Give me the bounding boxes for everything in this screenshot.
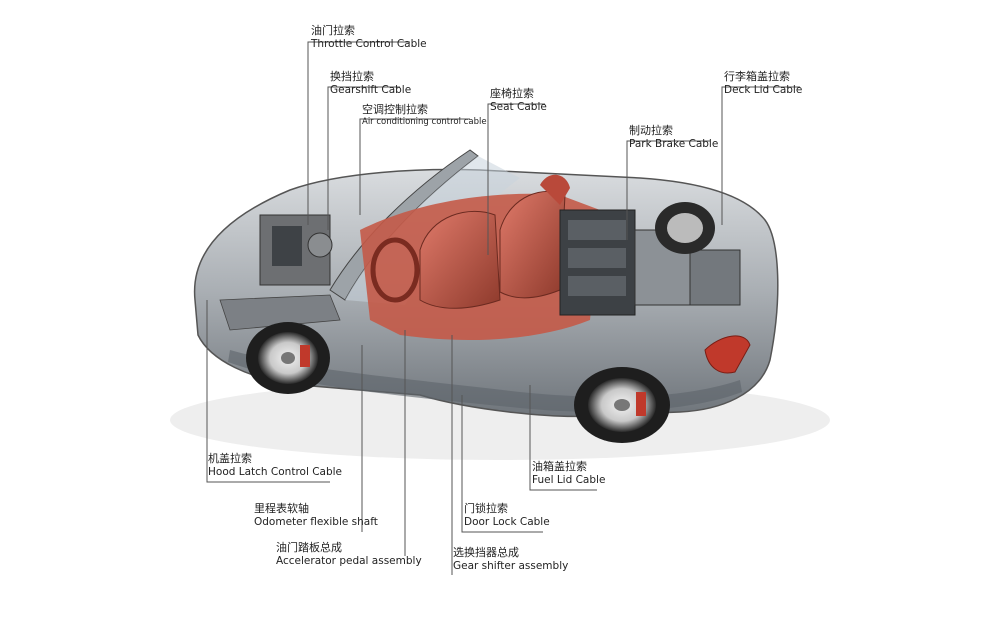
callout-park-brake: 制动拉索 Park Brake Cable (629, 124, 718, 151)
leader-door-lock (461, 395, 543, 533)
callout-door-lock: 门锁拉索 Door Lock Cable (464, 502, 550, 529)
leader-lines (206, 41, 800, 575)
callout-fuel-lid: 油箱盖拉索 Fuel Lid Cable (532, 460, 605, 487)
steering-wheel (370, 237, 420, 303)
callout-hood-latch: 机盖拉索 Hood Latch Control Cable (208, 452, 342, 479)
front-mechanics (219, 214, 341, 331)
callout-gear-shifter: 选换挡器总成 Gear shifter assembly (453, 546, 568, 573)
callout-gear-shifter-en: Gear shifter assembly (453, 559, 569, 572)
rear-brake-caliper (636, 392, 646, 416)
headrest (540, 174, 570, 205)
callout-gear-shifter-zh: 选换挡器总成 (453, 546, 519, 559)
callout-door-lock-zh: 门锁拉索 (464, 502, 508, 515)
callout-fuel-lid-zh: 油箱盖拉索 (532, 460, 587, 473)
rear-wheel (574, 367, 670, 443)
callout-deck-lid-zh: 行李箱盖拉索 (724, 70, 790, 83)
callout-accelerator-en: Accelerator pedal assembly (276, 554, 422, 567)
callout-seat-zh: 座椅拉索 (490, 87, 534, 100)
callout-gearshift-zh: 换挡拉索 (330, 70, 374, 83)
callout-door-lock-en: Door Lock Cable (464, 515, 550, 528)
rear-wheel-far (655, 202, 715, 254)
callout-deck-lid: 行李箱盖拉索 Deck Lid Cable (724, 70, 802, 97)
callout-throttle-en: Throttle Control Cable (311, 37, 427, 50)
front-wheel (246, 322, 330, 394)
side-sill (228, 350, 742, 412)
callout-aircon: 空调控制拉索 Air conditioning control cable (362, 103, 487, 127)
callout-park-brake-en: Park Brake Cable (629, 137, 719, 150)
callout-fuel-lid-en: Fuel Lid Cable (532, 473, 606, 486)
callout-accelerator: 油门踏板总成 Accelerator pedal assembly (276, 541, 422, 568)
callout-accelerator-zh: 油门踏板总成 (276, 541, 342, 554)
callout-seat: 座椅拉索 Seat Cable (490, 87, 547, 114)
leader-fuel-lid (529, 385, 597, 491)
callout-hood-latch-en: Hood Latch Control Cable (208, 465, 343, 478)
leader-gearshift (327, 86, 400, 230)
callout-gearshift: 换挡拉索 Gearshift Cable (330, 70, 411, 97)
leader-hood-latch (206, 300, 330, 483)
callout-throttle-zh: 油门拉索 (311, 24, 355, 37)
leader-throttle (307, 41, 410, 225)
callout-odometer: 里程表软轴 Odometer flexible shaft (254, 502, 378, 529)
leader-seat (487, 103, 545, 255)
tail-lamp (704, 335, 751, 374)
callout-deck-lid-en: Deck Lid Cable (724, 83, 803, 96)
leader-park-brake (626, 140, 710, 240)
callout-aircon-en: Air conditioning control cable (362, 116, 487, 127)
callout-gearshift-en: Gearshift Cable (330, 83, 412, 96)
leader-aircon (359, 118, 470, 215)
callout-park-brake-zh: 制动拉索 (629, 124, 673, 137)
driver-seat (419, 210, 501, 309)
front-brake-caliper (300, 345, 310, 367)
callout-odometer-zh: 里程表软轴 (254, 502, 309, 515)
callout-seat-en: Seat Cable (490, 100, 547, 113)
callout-throttle: 油门拉索 Throttle Control Cable (311, 24, 427, 51)
leader-deck-lid (721, 86, 800, 225)
callout-aircon-zh: 空调控制拉索 (362, 103, 428, 116)
callout-hood-latch-zh: 机盖拉索 (208, 452, 252, 465)
callout-odometer-en: Odometer flexible shaft (254, 515, 378, 528)
mid-engine (559, 209, 741, 316)
